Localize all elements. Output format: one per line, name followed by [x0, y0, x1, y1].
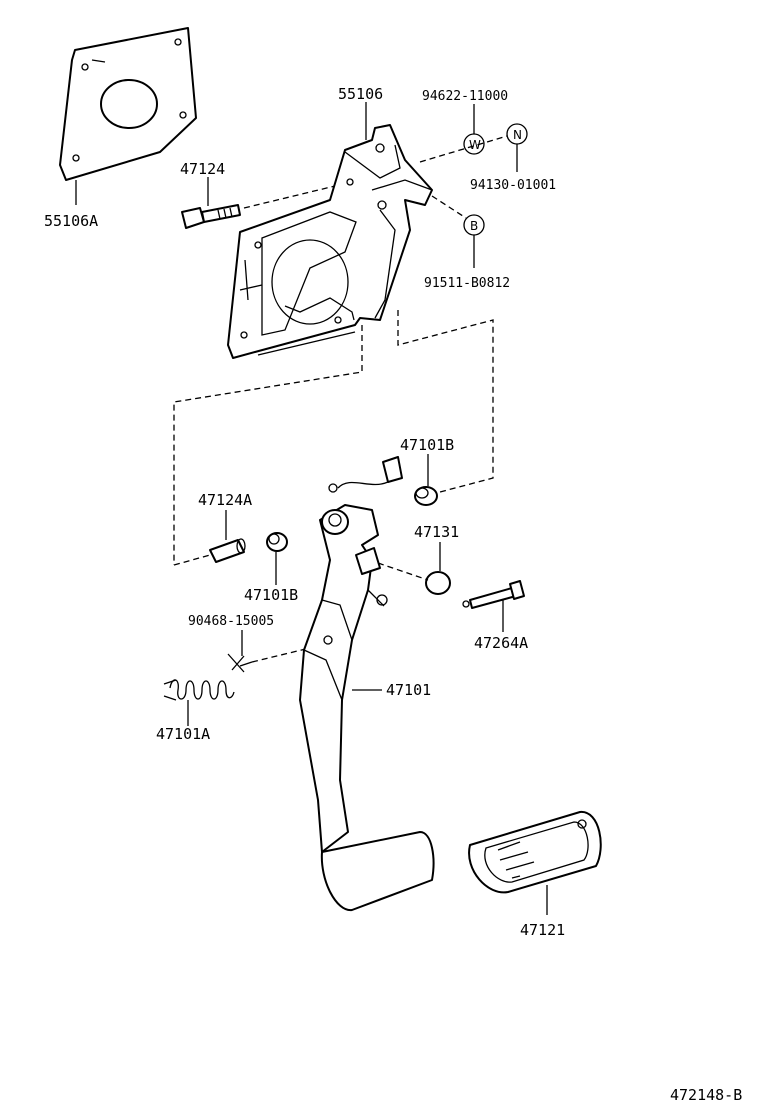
label-47101B-top: 47101B: [400, 436, 454, 454]
bolt-letter: B: [470, 219, 478, 233]
label-55106: 55106: [338, 85, 383, 103]
label-94130-01001: 94130-01001: [470, 178, 556, 193]
label-47124A: 47124A: [198, 491, 252, 509]
bushing-47101B-mid: [266, 532, 288, 552]
bolt-symbol: B: [463, 214, 485, 236]
label-47131: 47131: [414, 523, 459, 541]
label-47101B-mid: 47101B: [244, 586, 298, 604]
pedal-pad-47121: [468, 810, 602, 894]
washer-letter: W: [469, 138, 481, 152]
figure-code: 472148-B: [670, 1086, 742, 1104]
pedal-bracket-55106: [227, 124, 433, 359]
spring-47101A: [163, 679, 235, 701]
bushing-47101B-top: [414, 486, 438, 506]
cushion-47131: [425, 571, 451, 595]
label-47124: 47124: [180, 160, 225, 178]
pin-47264A: [462, 580, 525, 609]
bolt-47124: [181, 204, 241, 229]
label-91511-B0812: 91511-B0812: [424, 276, 510, 291]
brake-pedal-arm-47101: [299, 504, 388, 853]
stop-lamp-switch-connector: [328, 456, 403, 493]
label-90468-15005: 90468-15005: [188, 614, 274, 629]
clip-90468-15005: [227, 653, 253, 673]
label-55106A: 55106A: [44, 212, 98, 230]
label-47121: 47121: [520, 921, 565, 939]
label-47101: 47101: [386, 681, 431, 699]
label-47264A: 47264A: [474, 634, 528, 652]
label-94622-11000: 94622-11000: [422, 89, 508, 104]
gasket-plate-55106A: [59, 27, 197, 181]
nut-symbol: N: [506, 123, 528, 145]
pedal-pad-on-arm: [320, 831, 435, 912]
label-47101A: 47101A: [156, 725, 210, 743]
collar-47124A: [209, 538, 246, 563]
nut-letter: N: [513, 128, 522, 142]
